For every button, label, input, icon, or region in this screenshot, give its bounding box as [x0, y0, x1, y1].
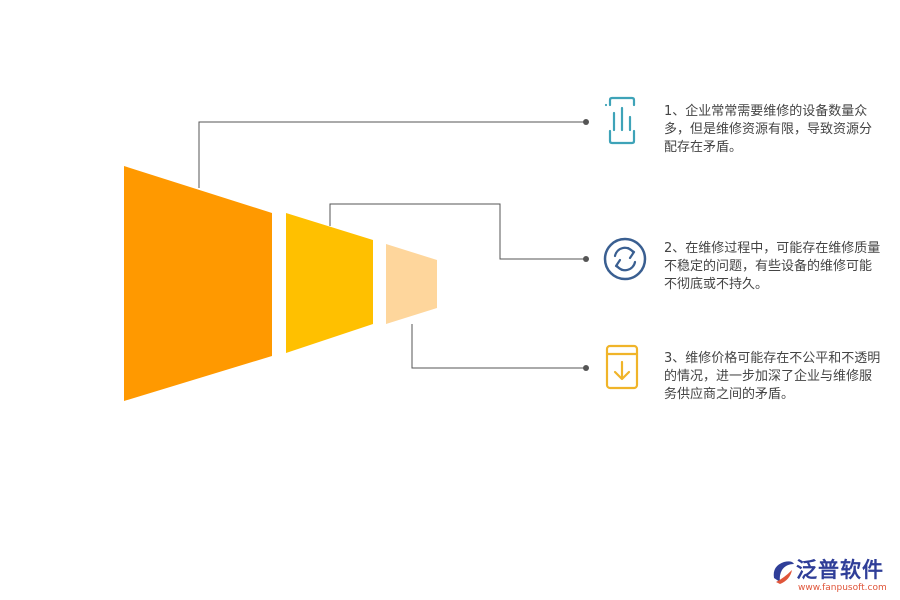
note-text-2: 2、在维修过程中，可能存在维修质量不稳定的问题，有些设备的维修可能不彻底或不持久…: [664, 241, 881, 292]
download-box-icon: [605, 344, 639, 390]
connector-dot-1: [583, 119, 589, 125]
connector-line-1: [198, 121, 586, 188]
funnel-segment-2: [286, 213, 373, 353]
connector-line-2: [329, 203, 586, 260]
logo-mark-icon: [773, 561, 794, 584]
logo: 泛普软件 www.fanpusoft.com: [770, 554, 890, 594]
refresh-icon: [603, 237, 647, 281]
connector-dot-3: [583, 365, 589, 371]
logo-name: 泛普软件: [796, 558, 884, 582]
connector-line-3: [411, 324, 586, 369]
note-text-3: 3、维修价格可能存在不公平和不透明的情况，进一步加深了企业与维修服务供应商之间的…: [664, 351, 881, 402]
funnel-segment-3: [386, 244, 437, 324]
note-text-1: 1、企业常常需要维修的设备数量众多，但是维修资源有限，导致资源分配存在矛盾。: [664, 104, 873, 155]
connector-dot-2: [583, 256, 589, 262]
bar-chart-icon: [604, 96, 636, 145]
logo-url: www.fanpusoft.com: [798, 583, 887, 593]
funnel-segment-1: [124, 166, 272, 401]
